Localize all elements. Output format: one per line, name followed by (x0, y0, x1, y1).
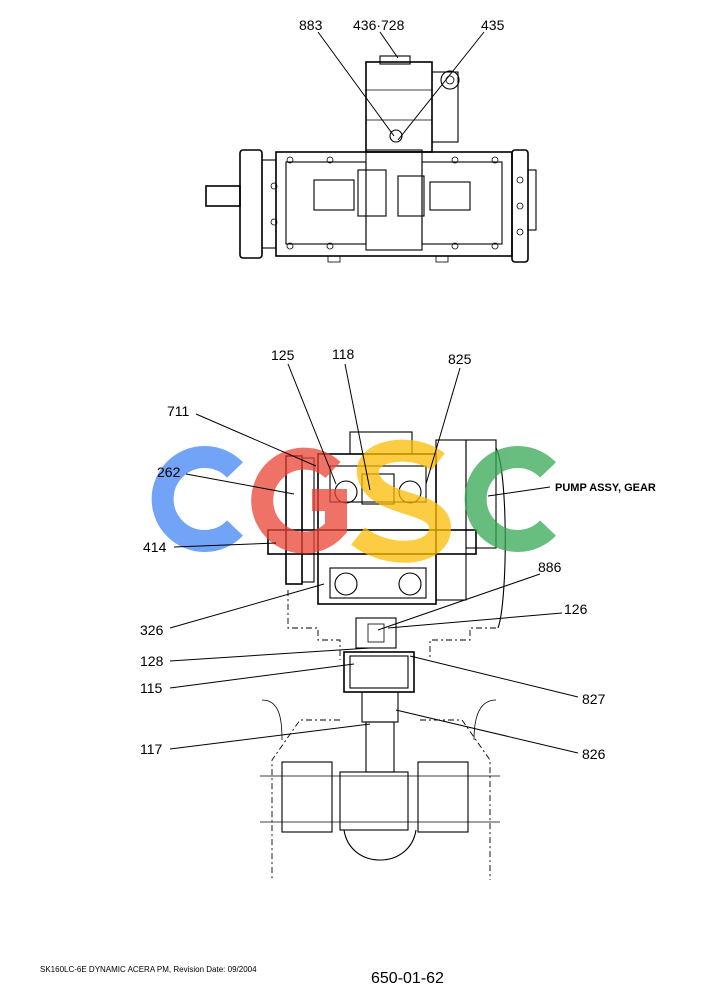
label-436-728: 436·728 (353, 17, 405, 33)
leader-262 (185, 473, 295, 495)
label-711: 711 (167, 403, 190, 419)
label-826: 826 (582, 746, 606, 762)
page-number: 650-01-62 (371, 970, 444, 987)
leader-825 (425, 367, 461, 485)
watermark-letter-c2 (464, 446, 556, 552)
label-125: 125 (271, 347, 295, 363)
label-414: 414 (143, 539, 167, 555)
leader-117 (169, 723, 371, 750)
label-115: 115 (140, 680, 163, 696)
leader-826 (395, 709, 579, 754)
label-262: 262 (157, 464, 181, 480)
watermark-letter-g (251, 447, 347, 554)
leader-118 (344, 363, 371, 491)
leader-414 (173, 542, 277, 548)
leader-126 (387, 612, 563, 629)
leader-115 (169, 663, 355, 689)
label-326: 326 (140, 622, 164, 638)
label-825: 825 (448, 351, 472, 367)
label-886: 886 (538, 559, 562, 575)
label-118: 118 (332, 346, 355, 362)
label-435: 435 (481, 17, 505, 33)
label-126: 126 (564, 601, 588, 617)
leader-435 (397, 31, 485, 141)
watermark-letter-s (351, 439, 452, 563)
label-128: 128 (140, 653, 164, 669)
watermark (151, 439, 556, 563)
top-pump-view (205, 55, 537, 263)
label-883: 883 (299, 17, 323, 33)
leader-886 (377, 573, 541, 631)
leader-128 (169, 647, 371, 662)
leader-883 (317, 31, 395, 137)
leader-125 (287, 363, 337, 485)
leader-711 (195, 413, 317, 467)
footer-note: SK160LC-6E DYNAMIC ACERA PM, Revision Da… (40, 965, 257, 974)
label-827: 827 (582, 691, 606, 707)
watermark-letter-c1 (151, 446, 243, 552)
label-pump-assy-gear: PUMP ASSY, GEAR (555, 482, 656, 494)
leader-436-728 (379, 31, 399, 59)
leader-827 (409, 655, 579, 698)
leader-326 (169, 583, 325, 629)
label-117: 117 (140, 741, 163, 757)
leader-pump-assy (487, 486, 551, 497)
